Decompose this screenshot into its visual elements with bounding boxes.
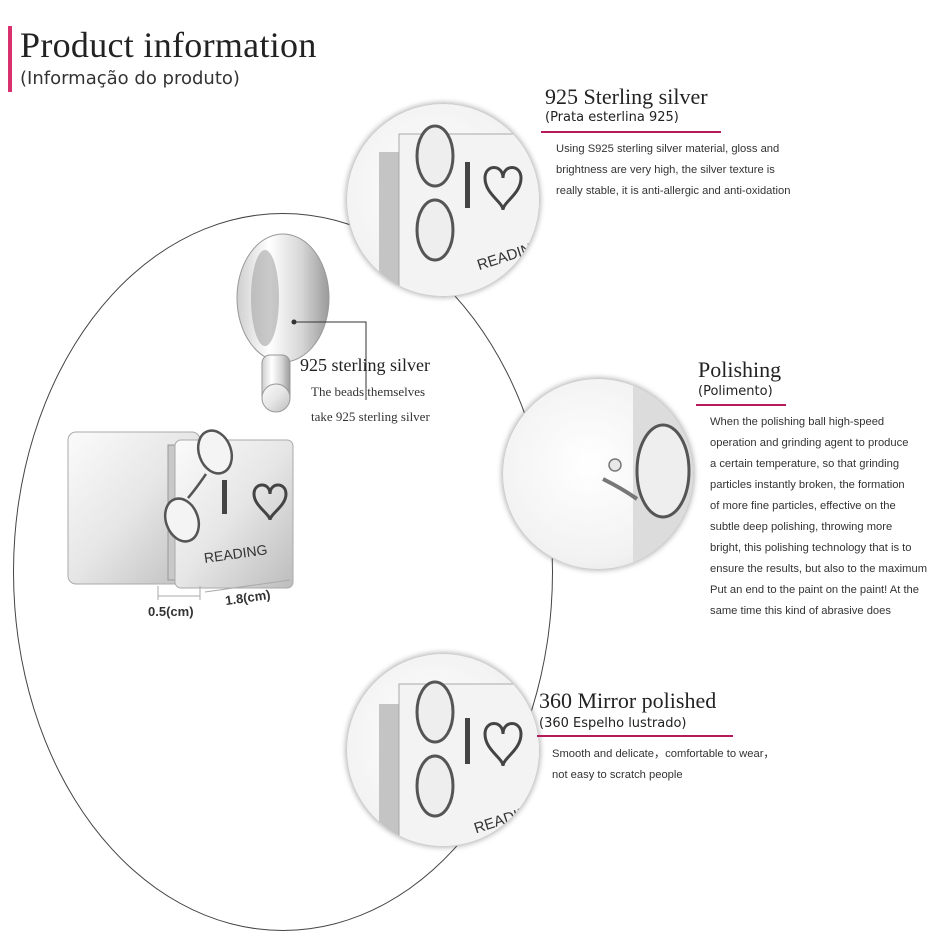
- section-polishing-title: Polishing: [698, 357, 782, 382]
- section-sterling-title: 925 Sterling silver: [545, 84, 708, 109]
- charm-book: READING: [67, 429, 294, 589]
- body-line: Put an end to the paint on the paint! At…: [710, 584, 919, 596]
- body-line: not easy to scratch people: [552, 769, 683, 781]
- section-mirror-body: Smooth and delicate，comfortable to wear，…: [552, 744, 775, 786]
- section-mirror-underline: [537, 735, 733, 737]
- section-polishing-underline: [696, 404, 786, 406]
- section-sterling-subtitle: (Prata esterlina 925): [545, 110, 679, 125]
- body-line: a certain temperature, so that grinding: [710, 458, 900, 470]
- body-line: When the polishing ball high-speed: [710, 416, 885, 428]
- body-line: subtle deep polishing, throwing more: [710, 521, 893, 533]
- body-line: Smooth and delicate，comfortable to wear，: [552, 748, 775, 760]
- callout-line-2: take 925 sterling silver: [311, 409, 430, 424]
- zoom-circle-mirror: READING: [346, 653, 540, 847]
- body-line: bright, this polishing technology that i…: [710, 542, 912, 554]
- body-line: ensure the results, but also to the maxi…: [710, 563, 928, 575]
- page-subtitle: (Informação do produto): [20, 68, 240, 89]
- body-line: Using S925 sterling silver material, glo…: [556, 143, 780, 155]
- body-line: really stable, it is anti-allergic and a…: [556, 185, 791, 197]
- zoom-circle-sterling: READING: [346, 103, 540, 297]
- callout-title: 925 sterling silver: [300, 355, 430, 375]
- thickness-label: 0.5(cm): [148, 604, 194, 619]
- page-title: Product information: [20, 25, 317, 65]
- charm-bail: [236, 233, 330, 413]
- callout-line-1: The beads themselves: [311, 384, 426, 399]
- callout-pointer: [291, 319, 367, 400]
- section-mirror-subtitle: (360 Espelho lustrado): [539, 716, 687, 731]
- body-line: of more fine particles, effective on the: [710, 500, 896, 512]
- body-line: brightness are very high, the silver tex…: [556, 164, 775, 176]
- section-polishing-subtitle: (Polimento): [698, 384, 773, 399]
- body-line: same time this kind of abrasive does: [710, 605, 891, 617]
- section-mirror-title: 360 Mirror polished: [539, 688, 717, 713]
- body-line: operation and grinding agent to produce: [710, 437, 909, 449]
- section-sterling-underline: [541, 131, 721, 133]
- title-accent-bar: [8, 26, 12, 92]
- section-polishing-body: When the polishing ball high-speed opera…: [710, 412, 927, 622]
- section-sterling-body: Using S925 sterling silver material, glo…: [556, 139, 790, 202]
- zoom-circle-polishing: [502, 378, 694, 570]
- product-circle: [13, 213, 553, 931]
- body-line: particles instantly broken, the formatio…: [710, 479, 905, 491]
- dimension-guides: [157, 579, 291, 600]
